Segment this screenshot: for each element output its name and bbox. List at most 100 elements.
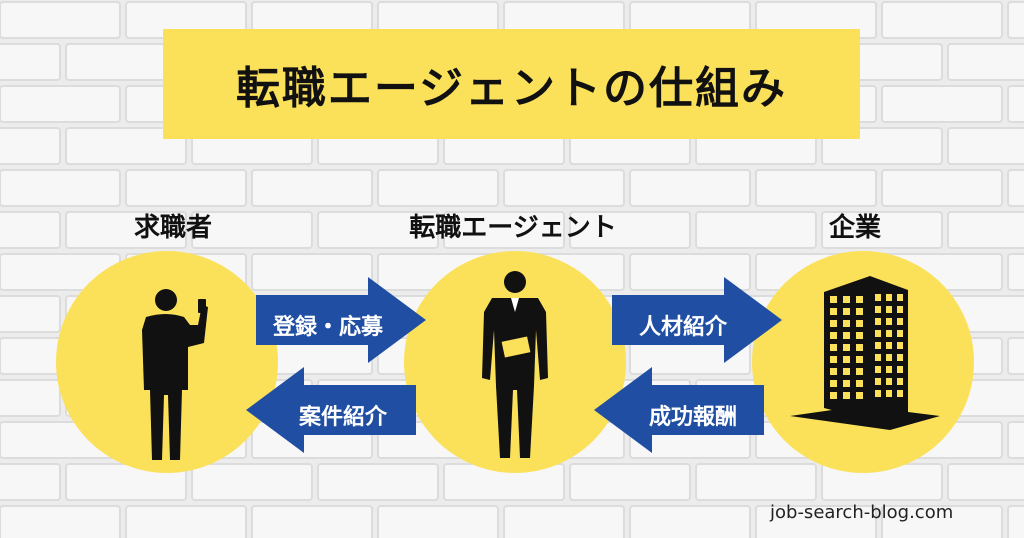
building-window [843, 308, 850, 315]
building-window [875, 378, 881, 385]
building-window [830, 392, 837, 399]
brick [1007, 169, 1024, 207]
brick [1007, 253, 1024, 291]
building-window [875, 294, 881, 301]
building-window [897, 330, 903, 337]
building-window [830, 332, 837, 339]
brick [191, 463, 313, 501]
building-window [875, 390, 881, 397]
brick [947, 43, 1024, 81]
brick [317, 211, 439, 249]
building-window [886, 354, 892, 361]
arrow-talent-intro [612, 277, 782, 363]
building-window [886, 294, 892, 301]
building-window [830, 308, 837, 315]
brick [629, 505, 751, 538]
building-window [897, 354, 903, 361]
brick [569, 463, 691, 501]
building-window [897, 342, 903, 349]
brick [251, 169, 373, 207]
brick [0, 169, 121, 207]
brick [881, 169, 1003, 207]
brick [503, 505, 625, 538]
brick [65, 127, 187, 165]
building-window [830, 320, 837, 327]
brick [0, 295, 61, 333]
brick [0, 1, 121, 39]
building-window [830, 380, 837, 387]
brick [695, 211, 817, 249]
building-window [856, 320, 863, 327]
building-window [843, 368, 850, 375]
talent-intro-label: 人材紹介 [638, 315, 727, 340]
building-window [843, 392, 850, 399]
building-window [856, 308, 863, 315]
brick [947, 127, 1024, 165]
title-banner: 転職エージェントの仕組み [163, 29, 860, 139]
brick [569, 211, 691, 249]
job-intro-label: 案件紹介 [298, 405, 387, 430]
arrow-success-fee [594, 367, 764, 453]
building-window [856, 368, 863, 375]
brick [0, 127, 61, 165]
building-window [886, 366, 892, 373]
building-window [886, 318, 892, 325]
brick [629, 253, 751, 291]
brick [191, 211, 313, 249]
building-window [843, 332, 850, 339]
brick [947, 463, 1024, 501]
building-window [830, 344, 837, 351]
brick [125, 505, 247, 538]
arrow-register-apply [256, 277, 426, 363]
building-window [875, 318, 881, 325]
building-window [897, 390, 903, 397]
brick [0, 43, 61, 81]
building-window [886, 342, 892, 349]
building-window [830, 356, 837, 363]
brick [443, 211, 565, 249]
brick [0, 463, 61, 501]
brick [0, 505, 121, 538]
building-window [897, 378, 903, 385]
building-window [830, 368, 837, 375]
building-window [875, 354, 881, 361]
brick [1007, 337, 1024, 375]
brick [0, 379, 61, 417]
building-window [886, 330, 892, 337]
brick [1007, 1, 1024, 39]
building-window [843, 296, 850, 303]
building-window [875, 306, 881, 313]
site-url: job-search-blog.com [770, 502, 954, 523]
building-window [897, 318, 903, 325]
brick [377, 505, 499, 538]
building-window [875, 342, 881, 349]
company-label: 企業 [828, 213, 881, 243]
building-window [875, 330, 881, 337]
agent-businessman-icon [482, 271, 548, 458]
brick [65, 211, 187, 249]
building-window [897, 294, 903, 301]
building-window [843, 356, 850, 363]
brick [1007, 421, 1024, 459]
brick [947, 211, 1024, 249]
brick [821, 211, 943, 249]
register-apply-label: 登録・応募 [272, 315, 383, 340]
agent-label: 転職エージェント [409, 213, 617, 243]
brick [251, 253, 373, 291]
building-window [886, 390, 892, 397]
arrow-job-intro [246, 367, 416, 453]
brick [881, 85, 1003, 123]
brick [881, 1, 1003, 39]
building-window [856, 344, 863, 351]
building-window [830, 296, 837, 303]
building-window [886, 378, 892, 385]
building-window [856, 380, 863, 387]
success-fee-label: 成功報酬 [648, 405, 737, 430]
building-window [843, 320, 850, 327]
brick [0, 211, 61, 249]
brick [377, 169, 499, 207]
brick [629, 169, 751, 207]
brick [881, 505, 1003, 538]
building-window [856, 392, 863, 399]
company-building-icon [790, 276, 940, 430]
